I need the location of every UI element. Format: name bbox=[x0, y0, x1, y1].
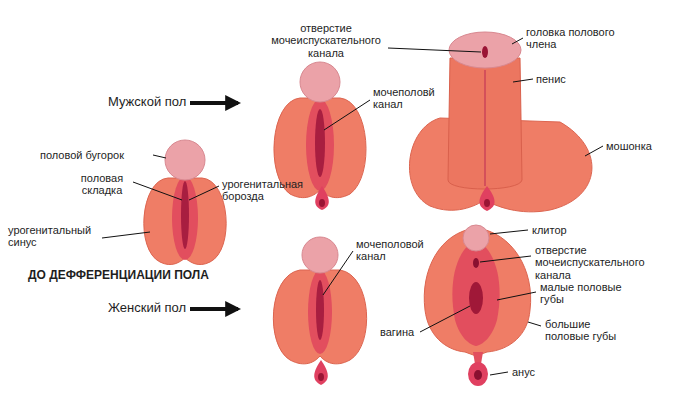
stage-heading: Мужской пол bbox=[108, 95, 186, 110]
part-label: мошонка bbox=[606, 140, 676, 152]
part-label: мочеполовой канал bbox=[356, 238, 434, 263]
part-label: урогенитальная борозда bbox=[222, 178, 317, 203]
undifferentiated-figure bbox=[144, 140, 226, 265]
part-label: пенис bbox=[536, 73, 586, 85]
part-label: малые половые губы bbox=[540, 281, 622, 306]
part-label: половая складка bbox=[72, 172, 132, 197]
part-label: мочеполовй канал bbox=[373, 86, 445, 111]
female-intermediate-figure bbox=[273, 237, 366, 385]
part-label: анус bbox=[512, 366, 552, 378]
male-final-figure bbox=[409, 32, 591, 212]
part-label: вагина bbox=[380, 326, 425, 338]
part-label: большие половые губы bbox=[545, 318, 630, 343]
part-label: отверстие мочеиспускательного канала bbox=[268, 22, 384, 59]
part-label: клитор bbox=[532, 224, 592, 236]
part-label: отверстие мочеиспускательного канала bbox=[535, 244, 655, 281]
female-final-figure bbox=[424, 225, 530, 386]
leader-line bbox=[102, 38, 603, 375]
part-label: головка полового члена bbox=[526, 26, 618, 51]
part-label: урогенитальный синус bbox=[8, 224, 103, 249]
stage-heading: ДО ДЕФФЕРЕНЦИАЦИИ ПОЛА bbox=[28, 269, 209, 282]
stage-heading: Женский пол bbox=[108, 301, 186, 316]
part-label: половой бугорок bbox=[40, 149, 124, 161]
